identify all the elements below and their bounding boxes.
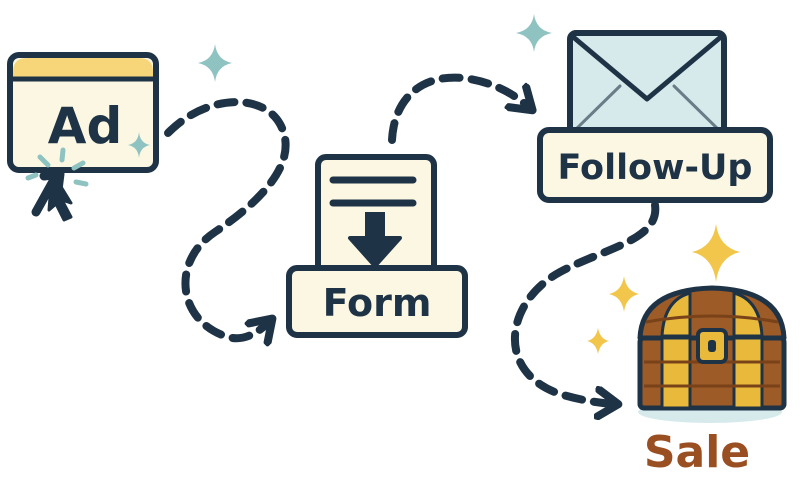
sparkle-icon (516, 14, 552, 52)
sparkle-icon (198, 44, 232, 82)
sparkle-icon (587, 328, 609, 354)
connector-ad-to-form (164, 98, 290, 338)
envelope-icon (567, 30, 727, 139)
follow-up-label: Follow-Up (558, 148, 753, 188)
download-arrow-icon (348, 212, 402, 268)
sparkle-icon (128, 132, 150, 158)
ad-label: Ad (48, 97, 123, 155)
form-label: Form (323, 281, 432, 325)
connector-followup-to-sale (510, 201, 660, 404)
treasure-chest-icon (637, 285, 787, 423)
sparkle-icon (609, 276, 639, 312)
sale-label: Sale (644, 427, 750, 478)
ad-card: Ad (7, 52, 159, 173)
form-card: Form (286, 154, 468, 338)
sparkle-icon (692, 224, 740, 282)
follow-up-card: Follow-Up (537, 30, 773, 203)
connector-form-to-followup (388, 73, 530, 144)
cursor-click-icon (25, 147, 89, 222)
